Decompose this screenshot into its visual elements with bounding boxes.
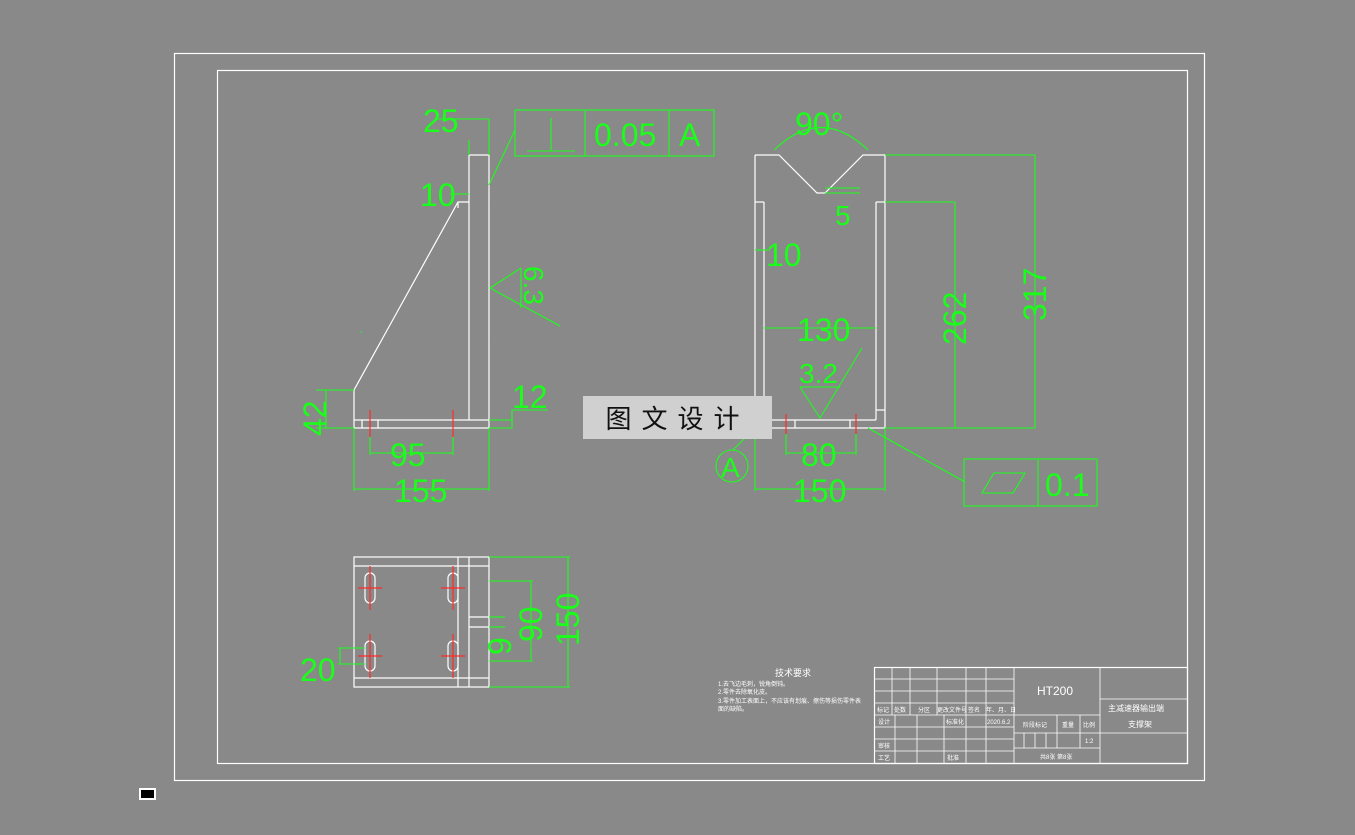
dim-side-12: 12 bbox=[512, 379, 548, 415]
tb-date-value: 2020.6.2 bbox=[987, 720, 1011, 726]
front-view: 90° 5 10 130 3.2 262 317 80 150 bbox=[715, 106, 1098, 509]
dim-side-10: 10 bbox=[420, 177, 456, 213]
tb-stage-mark: 阶段标记 bbox=[1023, 721, 1047, 729]
dim-top-90: 90 bbox=[513, 606, 549, 642]
tb-scale-value: 1:2 bbox=[1085, 739, 1094, 745]
tb-sign: 签名 bbox=[968, 706, 980, 714]
dim-top-150: 150 bbox=[550, 593, 586, 646]
roughness-front-3-2: 3.2 bbox=[799, 358, 838, 389]
tb-mark: 标记 bbox=[877, 706, 889, 714]
side-view: 25 10 6.3 42 12 95 155 0.05 A bbox=[297, 103, 715, 509]
roughness-side-6-3: 6.3 bbox=[518, 266, 549, 305]
watermark-label: 图文设计 bbox=[583, 396, 772, 439]
tb-change-doc: 更改文件号 bbox=[937, 706, 967, 714]
technical-requirements: 技术要求 1.去飞边毛刺，锐角倒钝。 2.零件去除氧化皮。 3.零件加工表面上，… bbox=[718, 667, 861, 713]
tb-design: 设计 bbox=[878, 718, 890, 726]
tb-approve: 批准 bbox=[947, 754, 959, 762]
flatness-value: 0.1 bbox=[1045, 467, 1089, 503]
tech-req-line-1: 1.去飞边毛刺，锐角倒钝。 bbox=[718, 680, 789, 688]
perpendicularity-datum: A bbox=[679, 117, 701, 153]
datum-a-label: A bbox=[721, 452, 740, 483]
tb-review: 审核 bbox=[878, 742, 890, 750]
dim-top-20: 20 bbox=[300, 652, 336, 688]
dim-side-25: 25 bbox=[423, 103, 459, 139]
inner-drawing-frame bbox=[216, 69, 1189, 765]
tb-zone: 分区 bbox=[918, 706, 930, 714]
title-part-name-2: 支撑架 bbox=[1128, 719, 1152, 729]
tb-scale: 比例 bbox=[1083, 721, 1095, 729]
tb-standardize: 标准化 bbox=[946, 718, 964, 726]
dim-front-angle-90: 90° bbox=[795, 106, 843, 142]
tech-req-line-3: 3.零件加工表面上，不应该有划痕、擦伤等损伤零件表 bbox=[718, 697, 861, 705]
tb-count: 处数 bbox=[894, 706, 906, 714]
top-view: 90 150 9 20 bbox=[300, 556, 586, 688]
tb-date: 年、月、日 bbox=[986, 706, 1016, 714]
tech-req-line-2: 2.零件去除氧化皮。 bbox=[718, 688, 771, 696]
title-material: HT200 bbox=[1037, 684, 1073, 698]
perpendicularity-value: 0.05 bbox=[594, 117, 656, 153]
ucs-icon[interactable] bbox=[139, 788, 156, 800]
tb-weight: 重量 bbox=[1062, 721, 1074, 729]
dim-front-150: 150 bbox=[793, 473, 846, 509]
tb-sheets: 共8张 第8张 bbox=[1040, 753, 1072, 761]
dim-front-317: 317 bbox=[1017, 268, 1053, 321]
dim-side-95: 95 bbox=[390, 437, 426, 473]
outer-sheet-frame bbox=[173, 52, 1206, 782]
title-block: HT200 主减速器输出端 支撑架 标记 处数 分区 更改文件号 签名 年、月、… bbox=[873, 666, 1189, 765]
dim-front-5: 5 bbox=[835, 200, 851, 231]
dim-front-80: 80 bbox=[801, 437, 837, 473]
dim-side-42: 42 bbox=[297, 400, 333, 436]
dim-front-130: 130 bbox=[797, 312, 850, 348]
title-part-name-1: 主减速器输出端 bbox=[1108, 703, 1164, 713]
dim-front-262: 262 bbox=[937, 292, 973, 345]
tb-process: 工艺 bbox=[878, 754, 890, 762]
dim-side-155: 155 bbox=[394, 473, 447, 509]
tech-req-line-4: 面的缺陷。 bbox=[718, 705, 748, 713]
dim-top-9: 9 bbox=[482, 637, 518, 655]
tech-req-title: 技术要求 bbox=[775, 667, 811, 678]
dim-front-10: 10 bbox=[766, 237, 802, 273]
